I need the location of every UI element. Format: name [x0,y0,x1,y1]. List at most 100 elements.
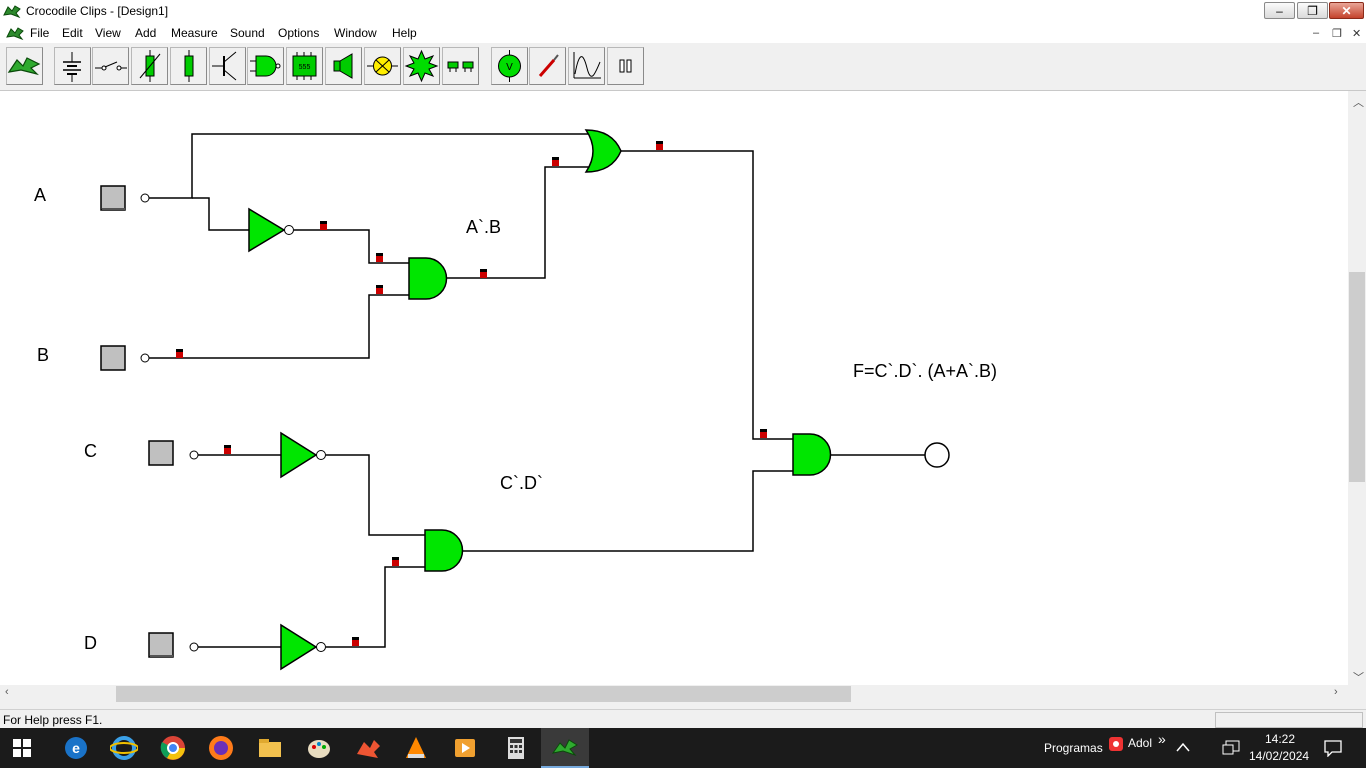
switch-b[interactable] [100,345,150,371]
vertical-scroll-thumb[interactable] [1349,272,1365,482]
scroll-down-icon[interactable]: ﹀ [1353,672,1364,684]
clock-time[interactable]: 14:22 [1265,732,1296,746]
close-button[interactable]: ✕ [1329,2,1364,19]
vertical-scrollbar[interactable]: ︿ ﹀ [1348,91,1366,685]
and-gate-3[interactable] [792,433,832,476]
speaker-button[interactable] [325,47,362,85]
ic-555-button[interactable]: 555 [286,47,323,85]
logic-marker [176,349,183,358]
horizontal-scroll-thumb[interactable] [116,686,851,702]
horizontal-scrollbar[interactable]: ‹ › [0,685,1348,703]
not-gate-a[interactable] [248,207,294,253]
logic-marker [376,285,383,294]
menu-add[interactable]: Add [135,26,157,40]
scroll-right-icon[interactable]: › [1334,686,1338,698]
and-gate-button[interactable] [247,47,284,85]
tray-overflow-icon[interactable]: » [1158,731,1166,747]
scroll-left-icon[interactable]: ‹ [5,686,9,698]
menu-sound[interactable]: Sound [230,26,265,40]
graph-button[interactable] [568,47,605,85]
voltmeter-button[interactable]: V [491,47,528,85]
and-gate-1[interactable] [408,257,448,300]
battery-button[interactable] [54,47,91,85]
not-gate-c[interactable] [280,431,326,479]
svg-text:e: e [72,740,80,756]
minimize-button[interactable]: – [1264,2,1295,19]
or-gate[interactable] [584,129,622,173]
active-task-crocodile[interactable] [541,728,589,768]
resistor-icon [184,50,194,82]
connector-button[interactable] [442,47,479,85]
logic-marker [392,557,399,566]
firefox-icon[interactable] [207,734,235,762]
internet-explorer-icon[interactable] [110,734,138,762]
switch-button[interactable] [92,47,129,85]
menu-view[interactable]: View [95,26,121,40]
wire-a-to-or [149,133,590,199]
logic-marker [320,221,327,230]
circuit-canvas[interactable]: A B C D A`.B C`.D` F=C`.D`. (A+A`.B) [0,91,1348,685]
network-icon[interactable] [1222,740,1240,756]
paint-icon[interactable] [305,734,333,762]
resistor-button[interactable] [170,47,207,85]
pause-button[interactable] [607,47,644,85]
burst-button[interactable] [403,47,440,85]
chrome-icon[interactable] [159,734,187,762]
not-gate-d[interactable] [280,623,326,671]
document-crocodile-icon[interactable] [6,25,24,41]
input-label-c: C [84,441,97,461]
logic-marker [760,429,767,438]
and-gate-icon [250,55,281,77]
minimize-icon: – [1276,3,1283,18]
crocodile-logo-button[interactable] [6,47,43,85]
mdi-restore-button[interactable]: ❐ [1332,28,1342,40]
menu-measure[interactable]: Measure [171,26,218,40]
scroll-up-icon[interactable]: ︿ [1353,97,1364,109]
probe-button[interactable] [529,47,566,85]
switch-d[interactable] [148,632,199,658]
user-app-icon [1109,737,1123,751]
menu-window[interactable]: Window [334,26,377,40]
tray-programs-label[interactable]: Programas [1044,741,1103,755]
ic-555-icon: 555 [292,52,317,80]
menu-bar: File Edit View Add Measure Sound Options… [0,23,1366,43]
menu-help[interactable]: Help [392,26,417,40]
switch-c[interactable] [148,440,199,466]
clock-date[interactable]: 14/02/2024 [1249,749,1310,763]
vlc-icon[interactable] [402,734,430,762]
notification-icon[interactable] [1324,740,1342,757]
switch-a[interactable] [100,185,150,211]
chevron-up-icon[interactable] [1176,742,1190,752]
wire-and2-to-and3 [461,470,793,552]
tray-user-label[interactable]: Adol [1128,736,1153,750]
lamp-button[interactable] [364,47,401,85]
file-explorer-icon[interactable] [256,734,284,762]
menu-file[interactable]: File [30,26,50,40]
restore-button[interactable]: ❐ [1297,2,1328,19]
graph-icon [573,52,601,79]
annotation-ab: A`.B [466,217,502,237]
probe-icon [538,54,559,77]
crocodile-task-icon[interactable] [354,734,382,762]
media-player-icon[interactable] [451,734,479,762]
logic-marker [376,253,383,262]
pause-icon [619,59,632,73]
variable-resistor-button[interactable] [131,47,168,85]
calculator-icon[interactable] [502,734,530,762]
wire-notc-to-and2 [326,454,425,536]
windows-start-icon[interactable] [12,738,32,758]
and-gate-2[interactable] [424,529,464,572]
menu-options[interactable]: Options [278,26,320,40]
status-pane [1215,712,1363,728]
mdi-close-button[interactable]: ✕ [1352,28,1362,40]
wire-a-to-not [192,197,249,231]
output-indicator[interactable] [924,442,950,468]
voltmeter-label: V [506,62,513,73]
edge-icon[interactable]: e [62,734,90,762]
burst-icon [404,49,439,83]
logic-marker [656,141,663,150]
transistor-button[interactable] [209,47,246,85]
input-label-b: B [37,345,50,365]
menu-edit[interactable]: Edit [62,26,83,40]
mdi-minimize-button[interactable]: – [1313,27,1320,39]
